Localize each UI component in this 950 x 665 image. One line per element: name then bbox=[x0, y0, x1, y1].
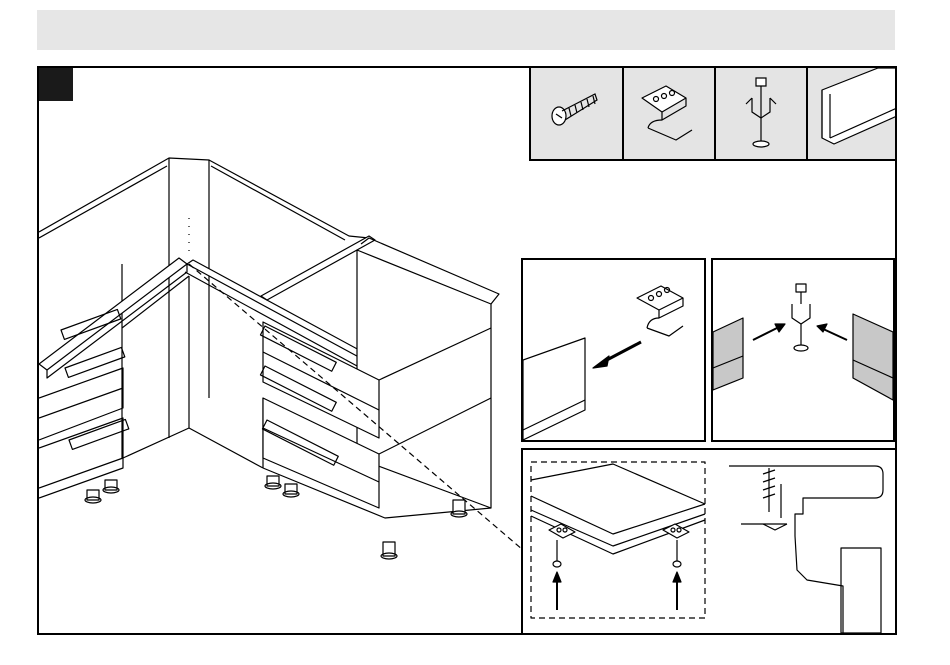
mounting-bracket-icon bbox=[624, 68, 716, 159]
worktop-fixing-detail bbox=[521, 448, 895, 633]
instruction-frame bbox=[37, 66, 897, 635]
plinth-profile-icon bbox=[808, 68, 897, 159]
cabinet-back-right-top bbox=[209, 160, 369, 238]
cabinet-back-left-top bbox=[39, 158, 209, 232]
header-bar bbox=[37, 10, 895, 50]
corner-connector-icon bbox=[716, 68, 808, 159]
bracket-insertion-detail bbox=[521, 258, 706, 442]
adjustable-legs bbox=[85, 476, 467, 559]
screw-icon bbox=[531, 68, 624, 159]
top-rail-left bbox=[39, 258, 187, 370]
worktop-section-detail bbox=[729, 466, 883, 633]
connector-placement-detail bbox=[711, 258, 895, 442]
step-number-badge bbox=[39, 68, 73, 101]
parts-strip bbox=[529, 68, 897, 161]
left-drawer-upper bbox=[39, 368, 123, 440]
